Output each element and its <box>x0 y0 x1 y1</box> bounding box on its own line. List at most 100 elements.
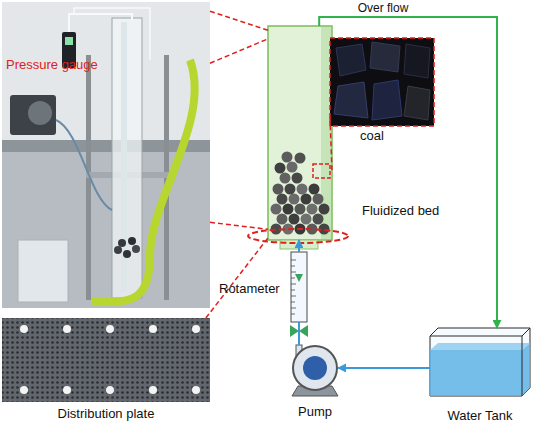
water-surface <box>430 343 530 350</box>
rotameter-scale <box>291 260 296 314</box>
leader-line <box>210 39 268 63</box>
coal-lump <box>334 82 368 118</box>
plate-big-hole <box>63 325 71 333</box>
tank-edges <box>430 328 530 396</box>
coal-lump <box>370 42 400 72</box>
coal-particle <box>280 173 291 184</box>
leader-line <box>210 222 268 229</box>
overflow-pipe <box>319 17 497 328</box>
photo-pump-head <box>28 101 52 125</box>
coal-particle <box>301 214 312 225</box>
coal-particle <box>297 184 308 195</box>
component-label: Distribution plate <box>2 406 210 422</box>
plate-big-hole <box>20 325 28 333</box>
distribution-plate: Distribution plate <box>2 318 210 402</box>
lab-photo: Pressure gauge <box>2 2 210 308</box>
plate-big-hole <box>192 386 200 394</box>
column-body <box>268 26 332 240</box>
pump: Pump <box>292 345 338 391</box>
coal-particle <box>313 194 324 205</box>
coal-particle <box>285 184 296 195</box>
component-label: Rotameter <box>219 281 280 297</box>
connector-label: Over flow <box>358 1 409 15</box>
rotameter: Rotameter <box>291 252 307 322</box>
water-pipe <box>298 240 300 252</box>
photo-particle <box>114 246 122 254</box>
callout-label: Pressure gauge <box>6 57 98 73</box>
valve-symbol <box>290 325 299 337</box>
photo-floor <box>2 152 210 308</box>
coal-particle <box>289 214 300 225</box>
coal-particle <box>273 184 284 195</box>
coal-particle <box>283 204 294 215</box>
coal-lump <box>336 44 366 76</box>
coal-particle <box>277 194 288 205</box>
coal-particle <box>307 204 318 215</box>
plate-big-holes <box>20 325 200 394</box>
photo-gauge-screen <box>65 37 73 45</box>
coal-particle <box>295 153 306 164</box>
rotameter-tube <box>291 252 307 322</box>
photo-column <box>112 18 142 298</box>
photo-particle <box>132 245 140 253</box>
leader-line <box>330 117 332 171</box>
fluidized-bed-column: Fluidized bed <box>268 26 332 240</box>
coal-particle <box>319 204 330 215</box>
water-tank: Water Tank <box>430 328 530 396</box>
plate-big-hole <box>106 386 114 394</box>
distribution-plate-art <box>2 318 210 402</box>
lab-photo-art <box>2 2 210 308</box>
component-label: Water Tank <box>430 408 530 424</box>
coal-lump <box>372 80 402 120</box>
inset-label: coal <box>360 128 384 144</box>
coal-particle <box>309 184 320 195</box>
coal-particle <box>301 194 312 205</box>
coal-particle <box>277 214 288 225</box>
coal-particle <box>287 162 298 173</box>
leader-line <box>206 238 268 318</box>
coal-lump <box>404 86 430 120</box>
photo-particle <box>123 250 131 258</box>
water-pipe <box>338 367 430 369</box>
plate-big-hole <box>20 386 28 394</box>
coal-inset: coal <box>330 38 434 126</box>
pump-impeller <box>303 356 327 380</box>
component-label: Fluidized bed <box>362 203 439 219</box>
coal-particle <box>292 173 303 184</box>
coal-particle <box>295 204 306 215</box>
photo-beaker <box>18 240 68 302</box>
plate-big-hole <box>63 386 71 394</box>
zoom-box <box>313 164 330 178</box>
coal-particle <box>275 163 286 174</box>
coal-lump <box>404 44 430 78</box>
plate-big-hole <box>106 325 114 333</box>
coal-particle <box>282 152 293 163</box>
rotameter-float <box>295 274 303 282</box>
coal-particles <box>271 152 330 235</box>
tank-water <box>430 343 530 396</box>
tank-body <box>430 328 530 396</box>
photo-wall <box>2 2 210 142</box>
photo-particle <box>128 237 136 245</box>
leader-line <box>210 11 268 30</box>
coal-particle <box>271 204 282 215</box>
component-label: Pump <box>265 404 365 420</box>
valve-symbol <box>299 325 308 337</box>
photo-background <box>2 2 210 308</box>
plate-big-hole <box>149 386 157 394</box>
coal-particle <box>313 214 324 225</box>
plate-big-hole <box>192 325 200 333</box>
coal-photo <box>330 38 434 126</box>
coal-inset-frame <box>330 38 434 126</box>
column-inlet <box>280 240 318 249</box>
pump-casing <box>293 346 337 390</box>
plate-highlight-ellipse <box>248 229 348 243</box>
photo-hose <box>92 60 195 302</box>
photo-pump <box>10 95 56 135</box>
photo-particle <box>118 239 126 247</box>
photo-tube <box>56 120 112 210</box>
photo-tube <box>74 8 150 60</box>
plate-big-hole <box>149 325 157 333</box>
water-pipe <box>298 322 300 345</box>
